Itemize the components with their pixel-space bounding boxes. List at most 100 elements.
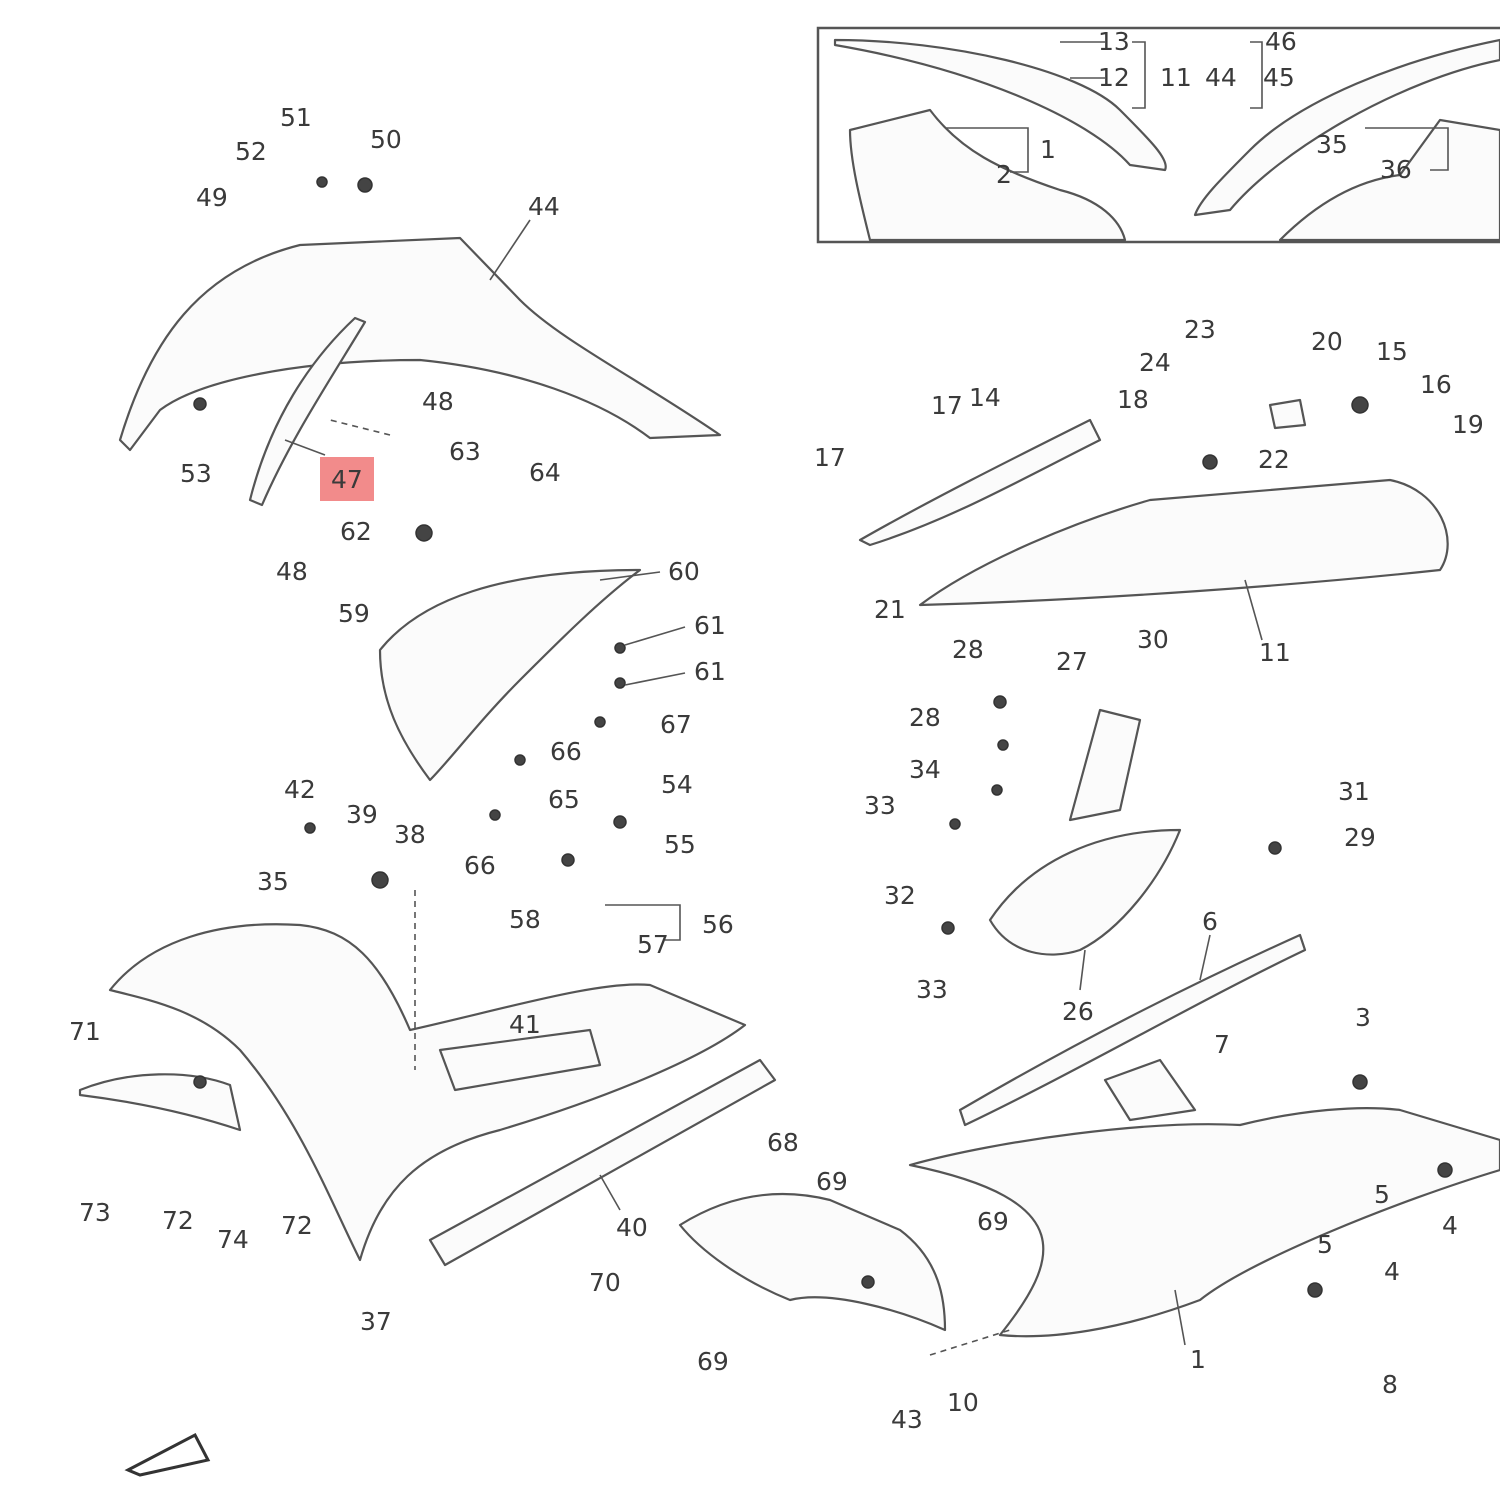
callout-69b[interactable]: 69 bbox=[977, 1207, 1009, 1236]
callout-70[interactable]: 70 bbox=[589, 1268, 621, 1297]
callout-48b[interactable]: 48 bbox=[276, 557, 308, 586]
callout-29[interactable]: 29 bbox=[1344, 823, 1376, 852]
callout-33[interactable]: 33 bbox=[916, 975, 948, 1004]
callout-18[interactable]: 18 bbox=[1117, 385, 1149, 414]
callout-24[interactable]: 24 bbox=[1139, 348, 1171, 377]
callout-53[interactable]: 53 bbox=[180, 459, 212, 488]
callout-labels[interactable]: 51 50 52 49 44 48 47 53 48 63 64 62 60 5… bbox=[69, 103, 1484, 1434]
inset-label-11: 11 bbox=[1160, 63, 1192, 92]
parts bbox=[78, 236, 1500, 1338]
side-cover-71 bbox=[78, 1073, 242, 1132]
callout-33b[interactable]: 33 bbox=[864, 791, 896, 820]
callout-38[interactable]: 38 bbox=[394, 820, 426, 849]
duct-27 bbox=[1068, 708, 1142, 822]
callout-66b[interactable]: 66 bbox=[464, 851, 496, 880]
callout-67[interactable]: 67 bbox=[660, 710, 692, 739]
callout-66[interactable]: 66 bbox=[550, 737, 582, 766]
callout-55[interactable]: 55 bbox=[664, 830, 696, 859]
callout-31[interactable]: 31 bbox=[1338, 777, 1370, 806]
callout-32[interactable]: 32 bbox=[884, 881, 916, 910]
inset-label-46: 46 bbox=[1265, 27, 1297, 56]
callout-26[interactable]: 26 bbox=[1062, 997, 1094, 1026]
callout-63[interactable]: 63 bbox=[449, 437, 481, 466]
callout-19[interactable]: 19 bbox=[1452, 410, 1484, 439]
inset-label-1: 1 bbox=[1040, 135, 1056, 164]
fasteners bbox=[193, 176, 1453, 1298]
callout-47[interactable]: 47 bbox=[331, 465, 363, 494]
callout-3[interactable]: 3 bbox=[1355, 1003, 1371, 1032]
windshield-trim bbox=[248, 316, 367, 507]
side-cowling-left bbox=[108, 923, 747, 1262]
callout-35[interactable]: 35 bbox=[257, 867, 289, 896]
callout-28[interactable]: 28 bbox=[909, 703, 941, 732]
callout-16[interactable]: 16 bbox=[1420, 370, 1452, 399]
grommet-20 bbox=[1268, 398, 1307, 430]
callout-57[interactable]: 57 bbox=[637, 930, 669, 959]
callout-7[interactable]: 7 bbox=[1214, 1030, 1230, 1059]
inset-label-35: 35 bbox=[1316, 130, 1348, 159]
callout-72b[interactable]: 72 bbox=[281, 1211, 313, 1240]
callout-60[interactable]: 60 bbox=[668, 557, 700, 586]
upper-cowling bbox=[118, 236, 722, 452]
callout-14[interactable]: 14 bbox=[969, 383, 1001, 412]
callout-34[interactable]: 34 bbox=[909, 755, 941, 784]
inset-labels: 13 12 11 1 2 46 44 45 35 36 bbox=[996, 27, 1412, 189]
callout-74[interactable]: 74 bbox=[217, 1225, 249, 1254]
callout-8[interactable]: 8 bbox=[1382, 1370, 1398, 1399]
callout-58[interactable]: 58 bbox=[509, 905, 541, 934]
callout-48[interactable]: 48 bbox=[422, 387, 454, 416]
callout-28b[interactable]: 28 bbox=[952, 635, 984, 664]
callout-64[interactable]: 64 bbox=[529, 458, 561, 487]
callout-37[interactable]: 37 bbox=[360, 1307, 392, 1336]
callout-21[interactable]: 21 bbox=[874, 595, 906, 624]
callout-4b[interactable]: 4 bbox=[1442, 1211, 1458, 1240]
under-cowl-68 bbox=[678, 1192, 947, 1332]
front-cowling bbox=[378, 568, 642, 782]
callout-22[interactable]: 22 bbox=[1258, 445, 1290, 474]
callout-23[interactable]: 23 bbox=[1184, 315, 1216, 344]
callout-20[interactable]: 20 bbox=[1311, 327, 1343, 356]
callout-69[interactable]: 69 bbox=[816, 1167, 848, 1196]
callout-61[interactable]: 61 bbox=[694, 611, 726, 640]
inset-label-12: 12 bbox=[1098, 63, 1130, 92]
callout-30[interactable]: 30 bbox=[1137, 625, 1169, 654]
callout-40[interactable]: 40 bbox=[616, 1213, 648, 1242]
duct-26 bbox=[988, 828, 1182, 956]
callout-39[interactable]: 39 bbox=[346, 800, 378, 829]
callout-54[interactable]: 54 bbox=[661, 770, 693, 799]
callout-68[interactable]: 68 bbox=[767, 1128, 799, 1157]
callout-6[interactable]: 6 bbox=[1202, 907, 1218, 936]
callout-49[interactable]: 49 bbox=[196, 183, 228, 212]
callout-27[interactable]: 27 bbox=[1056, 647, 1088, 676]
callout-71[interactable]: 71 bbox=[69, 1017, 101, 1046]
callout-73[interactable]: 73 bbox=[79, 1198, 111, 1227]
side-cowling-11 bbox=[918, 478, 1449, 607]
callout-17[interactable]: 17 bbox=[814, 443, 846, 472]
callout-11[interactable]: 11 bbox=[1259, 638, 1291, 667]
callout-10[interactable]: 10 bbox=[947, 1388, 979, 1417]
callout-17b[interactable]: 17 bbox=[931, 391, 963, 420]
callout-5b[interactable]: 5 bbox=[1374, 1180, 1390, 1209]
callout-4[interactable]: 4 bbox=[1384, 1257, 1400, 1286]
callout-44[interactable]: 44 bbox=[528, 192, 560, 221]
callout-65[interactable]: 65 bbox=[548, 785, 580, 814]
callout-15[interactable]: 15 bbox=[1376, 337, 1408, 366]
callout-42[interactable]: 42 bbox=[284, 775, 316, 804]
lower-panel-40 bbox=[428, 1058, 777, 1267]
callout-72[interactable]: 72 bbox=[162, 1206, 194, 1235]
callout-56[interactable]: 56 bbox=[702, 910, 734, 939]
callout-59[interactable]: 59 bbox=[338, 599, 370, 628]
callout-52[interactable]: 52 bbox=[235, 137, 267, 166]
callout-69c[interactable]: 69 bbox=[697, 1347, 729, 1376]
callout-51[interactable]: 51 bbox=[280, 103, 312, 132]
callout-61b[interactable]: 61 bbox=[694, 657, 726, 686]
callout-41[interactable]: 41 bbox=[509, 1010, 541, 1039]
callout-62[interactable]: 62 bbox=[340, 517, 372, 546]
callout-1[interactable]: 1 bbox=[1190, 1345, 1206, 1374]
callout-5[interactable]: 5 bbox=[1317, 1230, 1333, 1259]
callout-43[interactable]: 43 bbox=[891, 1405, 923, 1434]
callout-50[interactable]: 50 bbox=[370, 125, 402, 154]
inset-label-13: 13 bbox=[1098, 27, 1130, 56]
trim-14 bbox=[858, 418, 1102, 547]
